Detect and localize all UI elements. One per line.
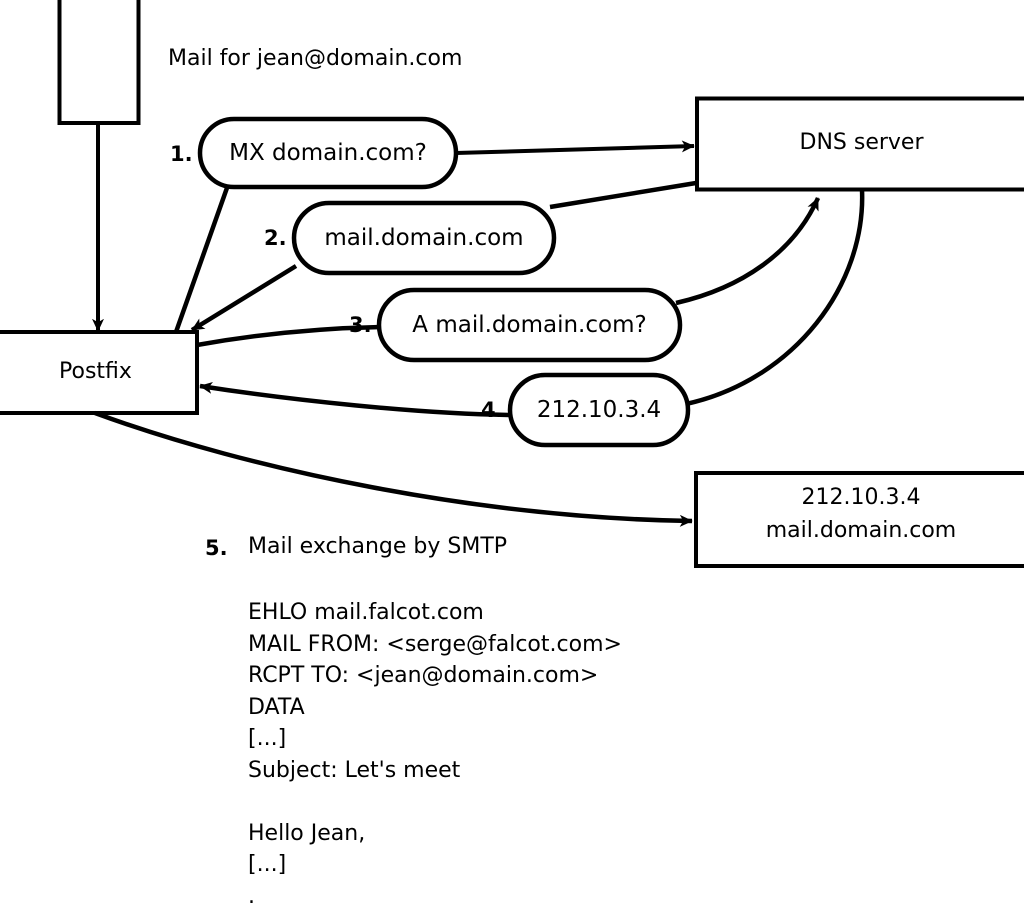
smtp-line: Hello Jean, [248,820,366,846]
bubble-2-shape [291,200,557,276]
smtp-line: [...] [248,852,287,877]
source-box [57,0,141,125]
bubble-2-label: mail.domain.com [324,225,524,251]
line-step3-from-postfix [196,324,382,348]
arrow-step1-to-dns [455,140,695,155]
smtp-line: . [248,883,255,909]
line-step2-from-dns [549,180,697,210]
step-number-4: 4. [481,398,504,422]
bubble-4-shape [507,372,691,448]
line-step1-from-postfix [173,184,231,333]
arrow-step4-to-postfix [199,381,513,418]
smtp-line: EHLO mail.falcot.com [248,600,484,625]
step-number-2: 2. [264,226,287,250]
smtp-line: RCPT TO: <jean@domain.com> [248,663,599,688]
step-number-3: 3. [349,313,372,337]
step-5-label: Mail exchange by SMTP [248,534,508,559]
page-title: Mail for jean@domain.com [168,46,463,71]
target-server-box [694,471,1024,568]
arrow-step3-to-dns [675,197,821,306]
smtp-blank-line [248,786,622,818]
smtp-line: [...] [248,726,287,751]
arrow-step2-to-postfix [190,264,298,332]
line-step4-from-dns [685,189,865,407]
bubble-3-label: A mail.domain.com? [412,312,647,338]
step-number-1: 1. [170,142,193,166]
step-number-5: 5. [205,536,228,560]
postfix-box [0,330,199,415]
bubble-1-label: MX domain.com? [229,140,427,166]
smtp-line: DATA [248,694,305,720]
arrow-step5-to-target [94,410,693,527]
smtp-line: Subject: Let's meet [248,757,461,783]
smtp-line: MAIL FROM: <serge@falcot.com> [248,631,622,657]
bubble-4-label: 212.10.3.4 [536,397,662,423]
dns-server-box [695,96,1024,192]
